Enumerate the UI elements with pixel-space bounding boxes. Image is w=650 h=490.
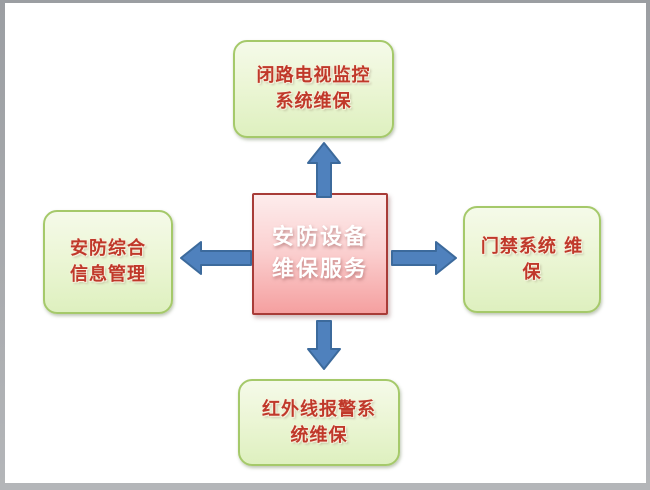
node-text-line: 安防设备 (271, 225, 368, 250)
node-text-line: 系统维保 (275, 91, 352, 112)
node-text-line: 保 (522, 261, 542, 283)
arrow-left-icon (179, 240, 253, 276)
slide-canvas: 闭路电视监控 系统维保 安防综合 信息管理 安防设备 维保服务 门禁系统 维 保… (5, 3, 646, 483)
node-security-equipment-maintenance-service: 安防设备 维保服务 (252, 193, 388, 315)
node-text-line: 门禁系统 维 (480, 235, 584, 257)
node-text-line: 信息管理 (70, 264, 146, 285)
node-text-line: 安防综合 (70, 238, 146, 259)
arrow-right-icon (390, 240, 458, 276)
node-infrared-alarm-maintenance: 红外线报警系 统维保 (238, 379, 400, 466)
arrow-down-icon (306, 319, 342, 371)
node-access-control-maintenance: 门禁系统 维 保 (463, 206, 601, 313)
node-cctv-system-maintenance: 闭路电视监控 系统维保 (233, 40, 394, 138)
node-text-line: 红外线报警系 (262, 398, 376, 420)
node-text-line: 闭路电视监控 (256, 65, 371, 86)
node-text-line: 维保服务 (271, 257, 368, 282)
node-text-line: 统维保 (290, 424, 348, 446)
node-security-info-management: 安防综合 信息管理 (43, 210, 173, 314)
arrow-up-icon (306, 141, 342, 199)
